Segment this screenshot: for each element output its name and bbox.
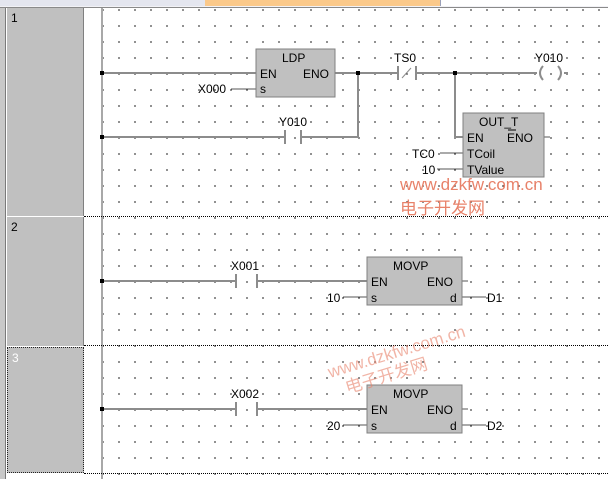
contact-x001-no[interactable] [235, 274, 258, 288]
row-divider [7, 216, 84, 217]
pin-eno: ENO [427, 403, 453, 417]
movp-function-block[interactable]: MOVP EN ENO s d [366, 256, 463, 306]
tab-active[interactable] [205, 0, 440, 6]
output-coil-y010[interactable] [539, 65, 562, 81]
rung-number-label: 1 [11, 11, 18, 25]
gutter [84, 8, 101, 479]
pin-en: EN [260, 67, 277, 81]
ldp-function-block[interactable]: LDP EN ENO s [255, 48, 336, 98]
coil-label: Y010 [535, 51, 563, 65]
rung-separator [84, 345, 608, 346]
pin-eno: ENO [507, 131, 533, 145]
pin-s: s [371, 419, 377, 433]
contact-x002-no[interactable] [235, 402, 258, 416]
movp-s-input-label[interactable]: 10 [327, 291, 341, 305]
contact-label: X002 [231, 387, 259, 401]
rung-separator [84, 473, 608, 474]
left-power-rail [101, 8, 103, 479]
block-name: MOVP [393, 259, 428, 273]
rung-number-2[interactable]: 2 [7, 217, 84, 346]
tab-3[interactable] [440, 0, 608, 6]
rung-number-1[interactable]: 1 [7, 8, 84, 216]
movp-s-input-label[interactable]: 20 [327, 419, 341, 433]
row-divider [7, 346, 84, 347]
contact-label: Y010 [279, 115, 307, 129]
movp-d-output-label[interactable]: D1 [487, 291, 503, 305]
block-name: MOVP [393, 387, 428, 401]
pin-s: s [371, 291, 377, 305]
block-name: OUT_T [479, 115, 519, 129]
out-t-function-block[interactable]: OUT_T EN ENO TCoil TValue [462, 112, 545, 178]
movp-d-output-label[interactable]: D2 [487, 419, 503, 433]
rung-number-3[interactable]: 3 [7, 347, 84, 473]
left-edge [0, 8, 6, 479]
rung-number-label: 2 [11, 220, 18, 234]
contact-ts0-nc[interactable] [397, 66, 417, 80]
ladder-grid [103, 8, 608, 479]
pin-en: EN [371, 403, 388, 417]
pin-d: d [450, 291, 457, 305]
tcoil-input-label[interactable]: TC0 [412, 147, 435, 161]
pin-en: EN [467, 131, 484, 145]
pin-d: d [450, 419, 457, 433]
pin-eno: ENO [303, 67, 329, 81]
pin-tcoil: TCoil [467, 147, 495, 161]
tvalue-input-label[interactable]: 10 [422, 163, 436, 177]
contact-label: TS0 [394, 51, 416, 65]
editor-tab-bar [0, 0, 608, 8]
ldp-input-label[interactable]: X000 [198, 82, 226, 96]
rung-separator [84, 216, 608, 217]
contact-label: X001 [231, 259, 259, 273]
movp-function-block[interactable]: MOVP EN ENO s d [366, 384, 463, 434]
pin-en: EN [371, 275, 388, 289]
pin-eno: ENO [427, 275, 453, 289]
rung-number-label: 3 [12, 351, 19, 365]
pin-tvalue: TValue [467, 163, 504, 177]
watermark-text: 电子开发网 [400, 199, 485, 218]
watermark-url: www.dzkfw.com.cn [399, 175, 543, 194]
pin-s: s [260, 82, 266, 96]
block-name: LDP [282, 51, 305, 65]
contact-y010-no[interactable] [284, 130, 302, 144]
